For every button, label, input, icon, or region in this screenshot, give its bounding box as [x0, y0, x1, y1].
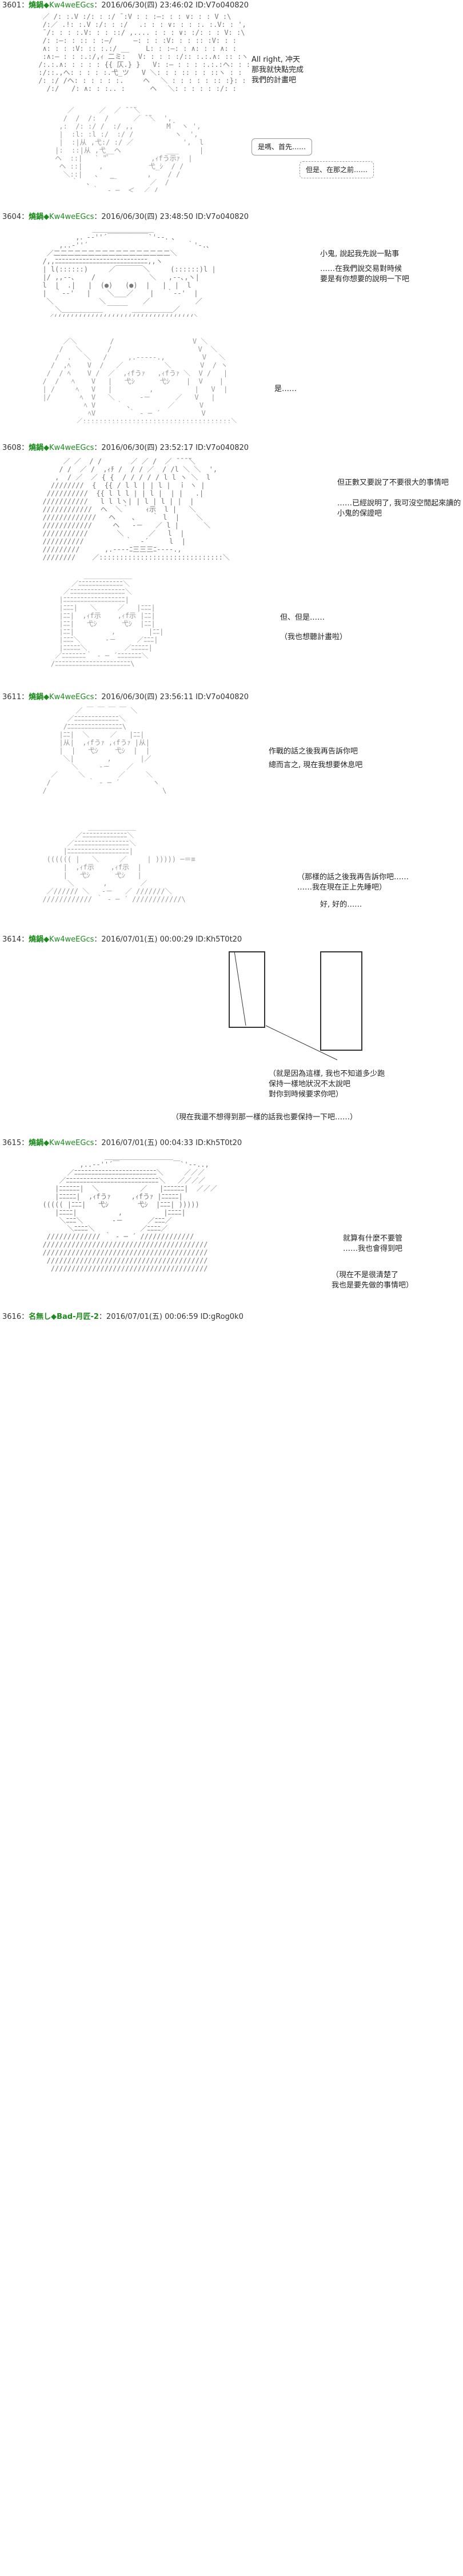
dialogue-line: 我們的計畫吧	[252, 76, 297, 85]
dialogue-line: All right, 冲天	[252, 55, 301, 64]
post-meta: ：2016/07/01(五) 00:04:33 ID:Kh5T0t20	[94, 1139, 242, 1147]
speech-bubble: 但是、在那之前……	[300, 161, 374, 178]
post-meta: ：2016/06/30(四) 23:56:11 ID:V7o040820	[94, 693, 249, 701]
poster-name: 燒鍋	[29, 213, 44, 221]
post-number[interactable]: 3601：	[2, 1, 29, 10]
pillar-lines	[234, 951, 338, 1060]
dialogue-line: 但正數又要說了不要很大的事情吧	[337, 478, 449, 487]
dialogue-line: （現在不是很清楚了	[332, 1271, 399, 1279]
dialogue-line: 那我就快點完成	[252, 66, 304, 74]
poster-name: 燒鍋	[29, 693, 44, 701]
post-number[interactable]: 3611：	[2, 693, 29, 701]
post-number[interactable]: 3614：	[2, 935, 29, 944]
poster-trip: ◆Kw4weEGcs	[43, 1139, 94, 1147]
poster-name: 燒鍋	[29, 935, 44, 944]
ascii-art-figure: ／＼ / V ＼ / ＼ / V ＼ / . ＼ / ,.--‐‐-., V ＼…	[42, 337, 238, 423]
ascii-art-figure: ／ ￣ ￣ ￣ ￣ ＼ ／ﾆﾆﾆﾆﾆﾆﾆﾆﾆﾆﾆﾆﾆ＼ /ﾆﾆﾆﾆﾆﾆﾆﾆﾆﾆﾆ…	[42, 707, 167, 795]
pillar-shape	[320, 951, 362, 1051]
dialogue-line: 就算有什麼不要管	[343, 1234, 403, 1243]
dialogue-line: 是……	[274, 385, 297, 393]
post-number[interactable]: 3604：	[2, 213, 29, 221]
poster-name: 燒鍋	[29, 1139, 44, 1147]
dialogue-line: ……我在現在正上先睡吧）	[297, 883, 387, 892]
dialogue-line: ……已經說明了, 我可沒空閒起來讀的	[337, 499, 461, 508]
poster-name: 名無し◆Bad-月匠-2	[29, 1313, 99, 1321]
poster-trip: ◆Kw4weEGcs	[43, 1, 94, 10]
dialogue-line: 對你到時候要求你吧）	[269, 1090, 344, 1099]
dialogue-line: 小鬼的保證吧	[337, 509, 382, 518]
ascii-art-figure: ＿＿＿＿＿＿＿＿＿＿ ,..-‐''´￣ ￣`'‐-.., ／ﾆﾆﾆﾆﾆﾆﾆﾆﾆ…	[42, 1153, 217, 1273]
dialogue-line: ……在我們說交易對時候	[320, 265, 402, 273]
post-meta: ：2016/06/30(四) 23:46:02 ID:V7o040820	[94, 1, 249, 10]
dialogue-line: 但、但是……	[280, 613, 325, 622]
dialogue-line: 小鬼, 說起我先說一點事	[320, 250, 400, 258]
dialogue-line: 要是有你想要的說明一下吧	[320, 275, 410, 284]
dialogue-line: （現在我還不想得到那一樣的話我也要保持一下吧……）	[171, 1113, 358, 1122]
post-meta: ：2016/07/01(五) 00:00:29 ID:Kh5T0t20	[94, 935, 242, 944]
pillar-shape	[229, 951, 265, 1028]
ascii-art-figure: ／ ／ ／ ̄ ̄ ̄＼ / / /: / ／ ̄ ̄＼ ', ,: /: :/…	[55, 106, 204, 192]
poster-trip: ◆Kw4weEGcs	[43, 444, 94, 452]
dialogue-line: 我也是要先做的事情吧）	[332, 1281, 414, 1290]
post-header: 3608：燒鍋◆Kw4weEGcs：2016/06/30(四) 23:52:17…	[2, 444, 249, 453]
poster-name: 燒鍋	[29, 1, 44, 10]
post-number[interactable]: 3616：	[2, 1313, 29, 1321]
post-header: 3601：燒鍋◆Kw4weEGcs：2016/06/30(四) 23:46:02…	[2, 1, 249, 10]
dialogue-line: 作戰的話之後我再告訴你吧	[269, 747, 358, 756]
dialogue-line: （那樣的話之後我再告訴你吧……	[297, 873, 409, 882]
dialogue-line: （我也想聽計畫啦）	[280, 633, 348, 641]
poster-trip: ◆Kw4weEGcs	[43, 213, 94, 221]
ascii-art-figure: ＿＿＿＿＿＿＿＿＿ ,．-‐''´￣￣￣￣￣￣`'‐-．､ ,..-''´ ｀'…	[42, 225, 216, 317]
post-header: 3604：燒鍋◆Kw4weEGcs：2016/06/30(四) 23:48:50…	[2, 213, 249, 222]
ascii-art-figure: ＿＿＿＿＿＿＿ ／ﾆﾆﾆﾆﾆﾆﾆﾆﾆﾆﾆﾆﾆ＼ ／ﾆﾆﾆﾆﾆﾆﾆﾆﾆﾆﾆﾆﾆﾆﾆ…	[42, 823, 195, 903]
poster-trip: ◆Kw4weEGcs	[43, 935, 94, 944]
dialogue-line: （就是因為這樣, 我也不知道多少跑	[269, 1070, 385, 1078]
ascii-art-figure: ＿＿＿＿＿＿＿ ／ﾆﾆﾆﾆﾆﾆﾆﾆﾆﾆﾆﾆﾆ＼ ／ﾆﾆﾆﾆﾆﾆﾆﾆﾆﾆﾆﾆﾆﾆﾆ…	[50, 572, 164, 668]
post-meta: ：2016/06/30(四) 23:52:17 ID:V7o040820	[94, 444, 249, 452]
post-header: 3611：燒鍋◆Kw4weEGcs：2016/06/30(四) 23:56:11…	[2, 693, 249, 702]
post-header: 3614：燒鍋◆Kw4weEGcs：2016/07/01(五) 00:00:29…	[2, 935, 242, 944]
dialogue-line: 好, 好的……	[320, 900, 362, 909]
dialogue-line: ……我也會得到吧	[343, 1245, 403, 1253]
post-meta: ：2016/06/30(四) 23:48:50 ID:V7o040820	[94, 213, 249, 221]
post-header: 3616：名無し◆Bad-月匠-2：2016/07/01(五) 00:06:59…	[2, 1313, 244, 1322]
post-meta: ：2016/07/01(五) 00:06:59 ID:gRog0k0	[98, 1313, 244, 1321]
dialogue-line: 保持一樣地狀況不太說吧	[269, 1080, 351, 1088]
post-number[interactable]: 3608：	[2, 444, 29, 452]
post-number[interactable]: 3615：	[2, 1139, 29, 1147]
poster-trip: ◆Kw4weEGcs	[43, 693, 94, 701]
poster-name: 燒鍋	[29, 444, 44, 452]
dialogue-line: 總而言之, 現在我想要休息吧	[269, 761, 363, 769]
ascii-art-figure: ／ ／ / / ／ ／ / ／ ̄ ̄ ̄ ̄＼ / / ／ / ,ｨﾁ / /…	[42, 457, 230, 560]
speech-bubble: 是嗎、首先……	[252, 138, 313, 155]
ascii-art-figure: ／ /: :.V :/: : :/ ̄ :V : : :―: : : ∨: : …	[38, 13, 251, 93]
post-header: 3615：燒鍋◆Kw4weEGcs：2016/07/01(五) 00:04:33…	[2, 1139, 242, 1148]
